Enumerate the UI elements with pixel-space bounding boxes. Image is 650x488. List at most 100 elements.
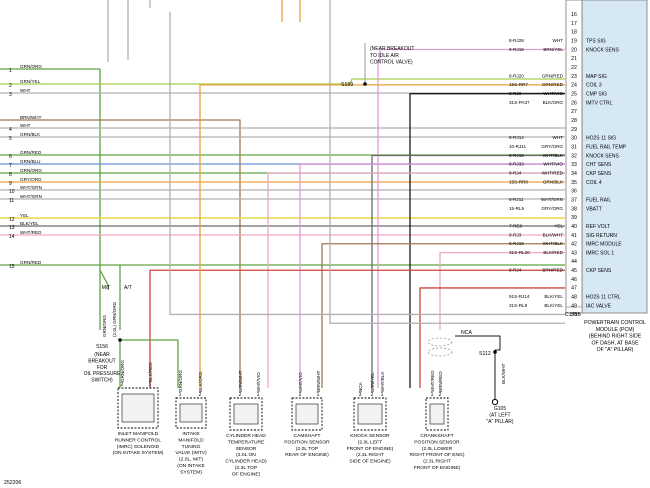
left-pin-number: 12 — [9, 217, 15, 223]
pcm-connector-id: C175B — [565, 312, 581, 318]
pcm-pin-function: REF VOLT — [586, 224, 610, 230]
left-wire-color: GRN/ORG — [20, 168, 42, 173]
g105-note: (AT LEFT — [489, 413, 510, 419]
pcm-pin-function: VBATT — [586, 206, 602, 212]
cht-label-line: (2.3L TOP — [235, 465, 257, 471]
wire-blk-red-imrc — [149, 269, 565, 388]
wire-blk-org-imtv — [409, 93, 565, 388]
knock-label-line: (2.0L LEFT — [358, 439, 382, 445]
left-wire-color: WHT/RED — [20, 230, 42, 235]
breakout-oil-note: BREAKOUT — [88, 358, 116, 364]
pcm-circuit-id: 15-RL9 — [509, 206, 525, 211]
knock-pin-number: 3 — [359, 392, 362, 398]
pcm-pin-number: 30 — [571, 136, 577, 142]
breakout-oil-note: FOR — [97, 365, 108, 371]
pcm-pin-number: 35 — [571, 180, 577, 186]
cmp-label-line: (2.0L TOP — [296, 446, 318, 452]
cmp-pin-number: 1 — [317, 392, 320, 398]
pcm-wire-color: BRN/RED — [542, 268, 563, 273]
imtv-wire-label: GRN/ORG — [178, 370, 183, 392]
pcm-pin-number: 20 — [571, 47, 577, 53]
pcm-wire-color: GRY/ORG — [541, 144, 563, 149]
cht-label-line: TEMPERATURE — [228, 439, 265, 445]
wire-grn-yel-coil3 — [0, 78, 565, 85]
pcm-pin-function: COIL 3 — [586, 83, 602, 89]
left-wire-color: YEL — [20, 213, 29, 218]
left-wire-color: GRN/RED — [20, 150, 42, 155]
left-pin-number: 11 — [9, 198, 14, 204]
pcm-pin-number: 48 — [571, 295, 577, 301]
pcm-circuit-id: 8-RJ28 — [509, 38, 524, 43]
imrc-pin-number: 1 — [149, 382, 152, 388]
ckp-label-line: (2.0L LOWER — [422, 446, 453, 452]
pcm-circuit-id: 8-RJ3 — [509, 91, 522, 96]
pcm-pin-number: 46 — [571, 277, 577, 283]
left-wire-color: BLK/YEL — [20, 221, 39, 226]
pcm-pin-function: TPS SIG — [586, 38, 606, 44]
pcm-pin-number: 16 — [571, 12, 577, 18]
pcm-pin-function: CMP SIG — [586, 91, 607, 97]
s156-label: S156 — [96, 344, 108, 350]
pcm-wire-color: WHT/BLK — [543, 241, 564, 246]
pcm-pin-number: 32 — [571, 153, 577, 159]
wire-wht-vio-cmp — [299, 163, 565, 388]
imtv-label-line: (ON INTAKE — [177, 463, 205, 469]
pcm-title-line: OF DASH, AT BASE — [591, 340, 639, 346]
pcm-wire-color: GRN/BLK — [543, 179, 564, 184]
pcm-pin-function: IAC VALVE — [586, 303, 612, 309]
left-wire-color: WHT — [20, 88, 31, 93]
pcm-circuit-id: 10-RJ11 — [509, 144, 526, 149]
imtv-component-body — [179, 403, 203, 423]
pcm-wire-color: WHT/BLK — [543, 153, 564, 158]
wire-blk-yel-iac — [329, 0, 565, 324]
pcm-title-line: POWERTRAIN CONTROL — [584, 320, 646, 326]
mt-wire-label: GRN/ORG — [102, 315, 107, 337]
breakout-idle-note: TO IDLE AIR — [370, 53, 399, 59]
cmp-wire-label: BRN/WHT — [316, 370, 321, 392]
pcm-wire-color: WHT/VIO — [543, 91, 563, 96]
pcm-pin-number: 24 — [571, 83, 577, 89]
pcm-pin-function: SIG RETURN — [586, 233, 617, 239]
knock-wire-label: WHT/BLK — [380, 371, 385, 392]
pcm-pin-number: 31 — [571, 144, 577, 150]
pcm-pin-number: 21 — [571, 56, 577, 62]
left-pin-number: 15 — [9, 264, 15, 270]
pcm-wire-color: BRN/YEL — [543, 47, 563, 52]
left-wire-color: GRN/BLK — [20, 132, 41, 137]
pcm-pin-number: 41 — [571, 233, 577, 239]
pcm-pin-number: 17 — [571, 21, 577, 27]
knock-pin-number: 2 — [371, 392, 374, 398]
left-pin-number: 13 — [9, 225, 15, 231]
pcm-pin-number: 29 — [571, 127, 577, 133]
ckp-pin-number: 1 — [431, 392, 434, 398]
pcm-wire-color: WHT/GRN — [541, 197, 563, 202]
wire-wht-blk-imrc — [439, 251, 565, 330]
cmp-label-line: CAMSHAFT — [294, 433, 321, 439]
wire-brn-yel-knock — [377, 48, 565, 388]
pcm-pin-number: 34 — [571, 171, 577, 177]
diagram-id: 252206 — [4, 480, 21, 486]
pcm-title-line: (BEHIND RIGHT SIDE — [589, 334, 642, 340]
pcm-circuit-id: 91S-RJ14 — [509, 294, 530, 299]
wire-brn-red-ckp — [419, 287, 565, 388]
left-pin-number: 3 — [9, 92, 12, 98]
s199-label: S199 — [341, 82, 353, 88]
knock-label-line: FRONT OF ENGINE) — [347, 446, 394, 452]
breakout-oil-note: OIL PRESSURE — [84, 371, 121, 377]
knock-component-body — [357, 403, 383, 425]
g105-note: "A" PILLAR) — [486, 419, 514, 425]
pcm-wire-color: WHT/RED — [542, 170, 564, 175]
s112-label: S112 — [479, 351, 491, 357]
pcm-pin-number: 36 — [571, 189, 577, 195]
pcm-wire-color: WHT/VIO — [543, 162, 563, 167]
imtv-label-line: TUNING — [182, 444, 201, 450]
pcm-pin-number: 40 — [571, 224, 577, 230]
knock-wire-label: NCA — [358, 381, 363, 392]
knock-label-line: KNOCK SENSOR — [350, 433, 390, 439]
left-pin-number: 8 — [9, 172, 12, 178]
left-wire-color: WHT/GRN — [20, 194, 42, 199]
cmp-wire-label: WHT/VIO — [298, 372, 303, 392]
pcm-pin-function: FUEL RAIL TEMP — [586, 144, 627, 150]
wire-grn-org-imrc — [0, 68, 101, 330]
pcm-pin-function: KNOCK SENS — [586, 153, 619, 159]
